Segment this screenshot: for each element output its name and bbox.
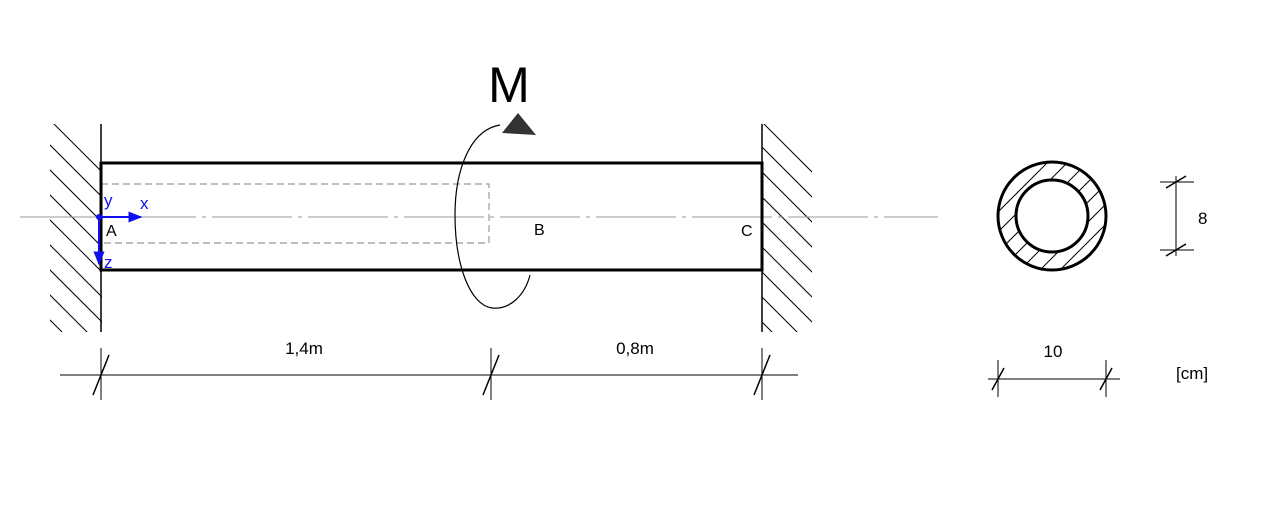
axis-x-label: x — [140, 194, 149, 213]
unit-label: [cm] — [1176, 364, 1208, 383]
hidden-bore-outline — [100, 183, 490, 244]
section-outer-dimension — [988, 360, 1120, 397]
right-support-hatch — [762, 124, 812, 332]
moment-label: M — [488, 57, 530, 113]
moment-arrowhead — [502, 113, 536, 135]
axis-y-label: y — [104, 191, 113, 210]
length-dimension — [60, 348, 798, 400]
section-inner-dimension — [1160, 175, 1194, 257]
dimension-ab-label: 1,4m — [285, 339, 323, 358]
left-support-hatch — [50, 124, 102, 332]
point-b-label: B — [534, 222, 545, 239]
section-outer-label: 10 — [1044, 342, 1063, 361]
point-a-label: A — [106, 223, 117, 240]
point-c-label: C — [741, 223, 753, 240]
section-outer-circle — [996, 160, 1108, 272]
section-inner-label: 8 — [1198, 209, 1207, 228]
dimension-bc-label: 0,8m — [616, 339, 654, 358]
section-inner-fill — [1014, 178, 1090, 254]
axis-z-label: z — [104, 253, 113, 272]
moment-curl — [454, 124, 531, 309]
